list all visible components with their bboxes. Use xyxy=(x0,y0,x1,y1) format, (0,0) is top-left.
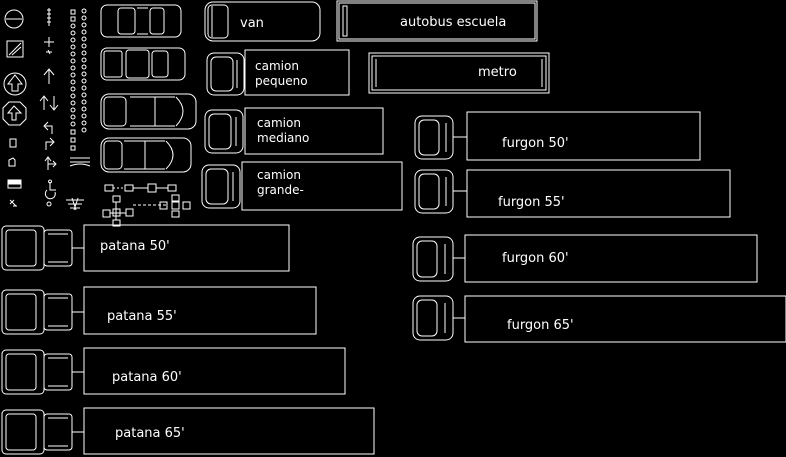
patana-55 xyxy=(1,286,317,335)
patana-65-label: patana 65' xyxy=(115,426,185,441)
tool-icon xyxy=(9,199,17,207)
diagonal-sign-icon xyxy=(6,40,24,58)
dot-marker-icon xyxy=(46,201,52,207)
no-entry-sign-icon xyxy=(4,9,24,29)
camion-grande-label-1: camion xyxy=(257,168,301,182)
furgon-55-label: furgon 55' xyxy=(498,195,565,210)
furgon-65-label: furgon 65' xyxy=(507,318,574,333)
small-sign-icon xyxy=(9,138,17,148)
octagon-sign-icon xyxy=(2,101,27,126)
double-line-icon xyxy=(70,157,90,163)
furgon-55 xyxy=(414,169,731,218)
car-4 xyxy=(100,137,192,173)
van-label: van xyxy=(240,16,264,31)
metro xyxy=(368,52,550,94)
hand-sign-icon xyxy=(8,157,16,167)
patana-65 xyxy=(1,407,375,455)
patana-50-label: patana 50' xyxy=(100,239,170,254)
direction-circle-arrow-icon xyxy=(3,72,27,96)
car-3 xyxy=(100,93,197,130)
furgon-50 xyxy=(414,111,701,161)
furgon-65 xyxy=(412,295,786,343)
node-diagram-1 xyxy=(104,183,177,193)
camion-mediano-label-1: camion xyxy=(257,116,301,130)
car-2 xyxy=(100,47,186,81)
double-arrow-icon xyxy=(39,95,59,111)
furgon-60 xyxy=(412,234,758,283)
patana-55-label: patana 55' xyxy=(107,309,177,324)
arrow-up-icon xyxy=(43,68,55,84)
small-glyph-2-icon xyxy=(44,37,54,47)
patana-50 xyxy=(1,224,290,272)
furgon-50-label: furgon 50' xyxy=(502,136,569,151)
metro-label: metro xyxy=(478,65,517,80)
node-diagram-2 xyxy=(102,194,191,227)
small-glyph-1-icon xyxy=(47,8,51,26)
hatch-symbol-icon xyxy=(66,197,84,211)
patana-60 xyxy=(1,347,346,395)
car-1 xyxy=(100,4,182,38)
dot-grid-icon xyxy=(70,8,87,151)
furgon-60-label: furgon 60' xyxy=(502,251,569,266)
van xyxy=(204,1,321,42)
camion-mediano xyxy=(204,107,384,155)
camion-grande-label-2: grande- xyxy=(257,183,304,197)
rectangle-sign-fill-icon xyxy=(7,179,22,185)
patana-60-label: patana 60' xyxy=(112,370,182,385)
symbol-palette xyxy=(2,8,91,211)
wave-line-icon xyxy=(69,163,91,167)
camion-pequeno-label-1: camion xyxy=(255,59,299,73)
turn-left-arrow-icon xyxy=(43,121,53,134)
autobus-label: autobus escuela xyxy=(400,15,506,30)
small-glyph-3-icon xyxy=(46,49,52,55)
turn-right-arrow-icon xyxy=(45,137,55,150)
arrow-branch-icon xyxy=(44,156,57,170)
camion-pequeno-label-2: pequeno xyxy=(255,74,308,88)
camion-pequeno xyxy=(206,49,350,96)
camion-grande xyxy=(201,161,403,211)
camion-mediano-label-2: mediano xyxy=(257,131,309,145)
school-bus xyxy=(336,0,538,42)
wheelchair-icon xyxy=(44,179,56,200)
